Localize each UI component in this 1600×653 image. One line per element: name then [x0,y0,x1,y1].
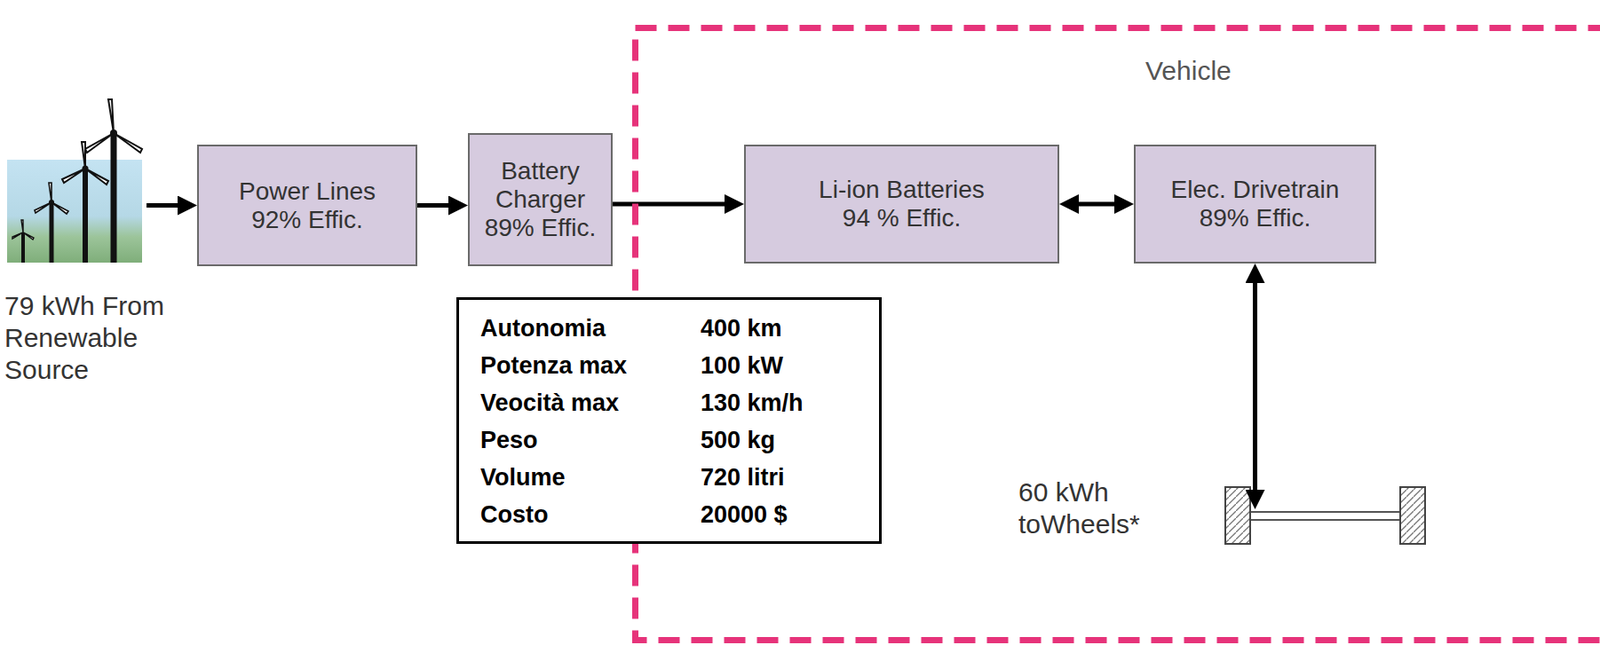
wind-turbine [62,142,109,263]
process-box: Elec. Drivetrain89% Effic. [1133,144,1377,264]
wind-turbine [12,220,34,263]
process-box: Li-ion Batteries94 % Effic. [744,144,1060,264]
wind-turbine [34,182,69,263]
table-value: 720 litri [700,459,862,497]
table-value: 100 kW [700,347,862,385]
box-title: Power Lines [238,177,376,206]
box-title: Li-ion Batteries [818,175,985,205]
table-key: Volume [480,459,701,497]
table-key: Autonomia [480,309,701,348]
table-key: Costo [480,496,701,534]
axle [1250,511,1401,514]
process-box: Power Lines92% Effic. [197,144,418,267]
energy-caption: 79 kWh From Renewable Source [4,290,218,387]
flow-arrow [1252,283,1258,491]
table-key: Peso [480,421,701,460]
axle [1250,519,1401,522]
region-label: Vehicle [1145,55,1232,88]
flow-arrow [612,202,725,207]
efficiency-value: 89% Effic. [1199,204,1312,233]
spec-table: Autonomia400 kmPotenza max100 kWVeocità … [456,297,882,545]
tire [1400,487,1426,545]
table-value: 400 km [700,309,862,348]
dashed-outline [635,28,1600,642]
flow-arrow [1078,202,1115,207]
table-key: Potenza max [480,347,701,385]
tire [1225,487,1251,545]
box-title: Elec. Drivetrain [1171,175,1340,205]
efficiency-value: 94 % Effic. [842,204,961,233]
flow-arrow [146,203,178,208]
wheels: 60 kWh toWheels* [1220,509,1430,546]
wind-farm-picture [7,99,143,263]
energy-caption: 60 kWh toWheels* [1018,476,1188,541]
efficiency-value: 89% Effic. [484,213,597,243]
box-title: Battery Charger [476,157,604,214]
wind-turbine [85,99,143,263]
process-box: Battery Charger89% Effic. [467,133,613,267]
efficiency-value: 92% Effic. [251,205,364,235]
table-value: 500 kg [700,421,862,460]
flow-arrow [417,203,449,208]
table-value: 130 km/h [700,384,862,422]
wheel-axle-picture [1225,487,1426,545]
table-key: Veocità max [480,384,701,422]
energy-source: 79 kWh From Renewable Source [4,106,147,267]
table-value: 20000 $ [700,496,862,534]
